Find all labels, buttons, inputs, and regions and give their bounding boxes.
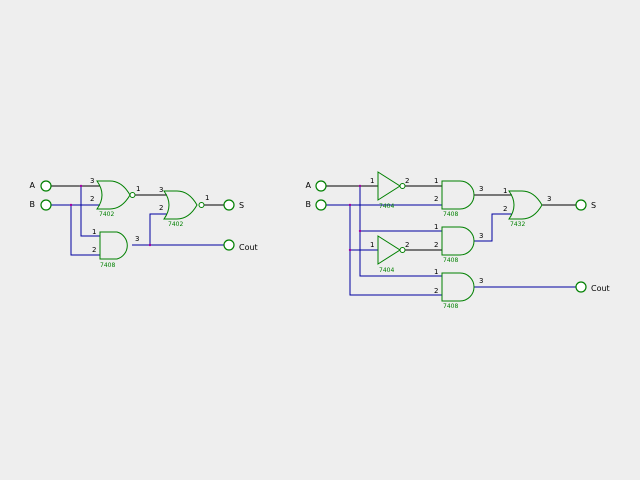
junction-dot xyxy=(79,184,83,188)
chip-label: 7408 xyxy=(443,211,458,218)
pin-label: 1 xyxy=(136,185,140,193)
chip-label: 7408 xyxy=(100,262,115,269)
pin-label: 2 xyxy=(90,195,94,203)
nor-gate-2[interactable]: 3 2 1 7402 xyxy=(159,186,209,228)
output-terminal-s[interactable] xyxy=(575,199,587,211)
pin-label: 1 xyxy=(434,223,438,231)
junction-dot xyxy=(358,229,362,233)
and-gate-3[interactable]: 1 2 3 7408 xyxy=(434,268,483,310)
output-label-cout: Cout xyxy=(239,243,258,252)
wire-b-and xyxy=(70,205,100,256)
pin-label: 2 xyxy=(434,195,438,203)
and-gate-1[interactable]: 1 2 3 7408 xyxy=(92,228,139,269)
chip-label: 7408 xyxy=(443,257,458,264)
output-terminal-cout[interactable] xyxy=(223,239,235,251)
nor-gate-1[interactable]: 3 2 1 7402 xyxy=(90,177,140,218)
pin-label: 1 xyxy=(434,177,438,185)
output-terminal-cout[interactable] xyxy=(575,281,587,293)
output-label-cout: Cout xyxy=(591,284,610,293)
not-gate-1[interactable]: 1 2 7404 xyxy=(370,171,409,210)
pin-label: 3 xyxy=(90,177,94,185)
pin-label: 2 xyxy=(159,204,163,212)
pin-label: 2 xyxy=(92,246,96,254)
output-label-s: S xyxy=(239,201,244,210)
and-gate-2[interactable]: 1 2 3 7408 xyxy=(434,223,483,264)
input-terminal-b[interactable] xyxy=(315,199,327,211)
input-label-a: A xyxy=(30,181,36,190)
wire-and2-or xyxy=(474,213,512,242)
pin-label: 2 xyxy=(434,287,438,295)
junction-dot xyxy=(348,248,352,252)
pin-label: 1 xyxy=(370,177,374,185)
input-label-b: B xyxy=(30,200,36,209)
chip-label: 7402 xyxy=(99,211,114,218)
chip-label: 7408 xyxy=(443,303,458,310)
pin-label: 3 xyxy=(479,277,483,285)
pin-label: 2 xyxy=(405,177,409,185)
pin-label: 3 xyxy=(159,186,163,194)
chip-label: 7404 xyxy=(379,267,394,274)
chip-label: 7404 xyxy=(379,203,394,210)
chip-label: 7402 xyxy=(168,221,183,228)
input-label-b: B xyxy=(306,200,312,209)
pin-label: 2 xyxy=(405,241,409,249)
pin-label: 1 xyxy=(205,194,209,202)
input-terminal-a[interactable] xyxy=(315,180,327,192)
right-circuit: A B S Cout 1 2 7404 1 2 7404 1 2 3 7408 xyxy=(306,171,610,310)
output-label-s: S xyxy=(591,201,596,210)
wire-a-and xyxy=(80,186,100,237)
pin-label: 3 xyxy=(547,195,551,203)
pin-label: 2 xyxy=(434,241,438,249)
pin-label: 3 xyxy=(479,232,483,240)
pin-label: 3 xyxy=(479,185,483,193)
pin-label: 1 xyxy=(92,228,96,236)
left-circuit: A B S Cout 3 2 1 7402 3 2 1 7402 1 2 3 xyxy=(30,177,258,269)
and-gate-1[interactable]: 1 2 3 7408 xyxy=(434,177,483,218)
junction-dot xyxy=(148,243,152,247)
wire-and-nor2 xyxy=(149,213,167,245)
junction-dot xyxy=(348,203,352,207)
pin-label: 1 xyxy=(370,241,374,249)
not-gate-2[interactable]: 1 2 7404 xyxy=(370,235,409,274)
wire-b-not2 xyxy=(349,205,442,296)
pin-label: 3 xyxy=(135,235,139,243)
wire-a-down xyxy=(359,186,442,277)
junction-dot xyxy=(69,203,73,207)
input-label-a: A xyxy=(306,181,312,190)
output-terminal-s[interactable] xyxy=(223,199,235,211)
pin-label: 1 xyxy=(503,187,507,195)
input-terminal-b[interactable] xyxy=(40,199,52,211)
pin-label: 1 xyxy=(434,268,438,276)
or-gate-1[interactable]: 1 2 3 7432 xyxy=(503,187,551,228)
junction-dot xyxy=(358,184,362,188)
pin-label: 2 xyxy=(503,205,507,213)
input-terminal-a[interactable] xyxy=(40,180,52,192)
chip-label: 7432 xyxy=(510,221,525,228)
